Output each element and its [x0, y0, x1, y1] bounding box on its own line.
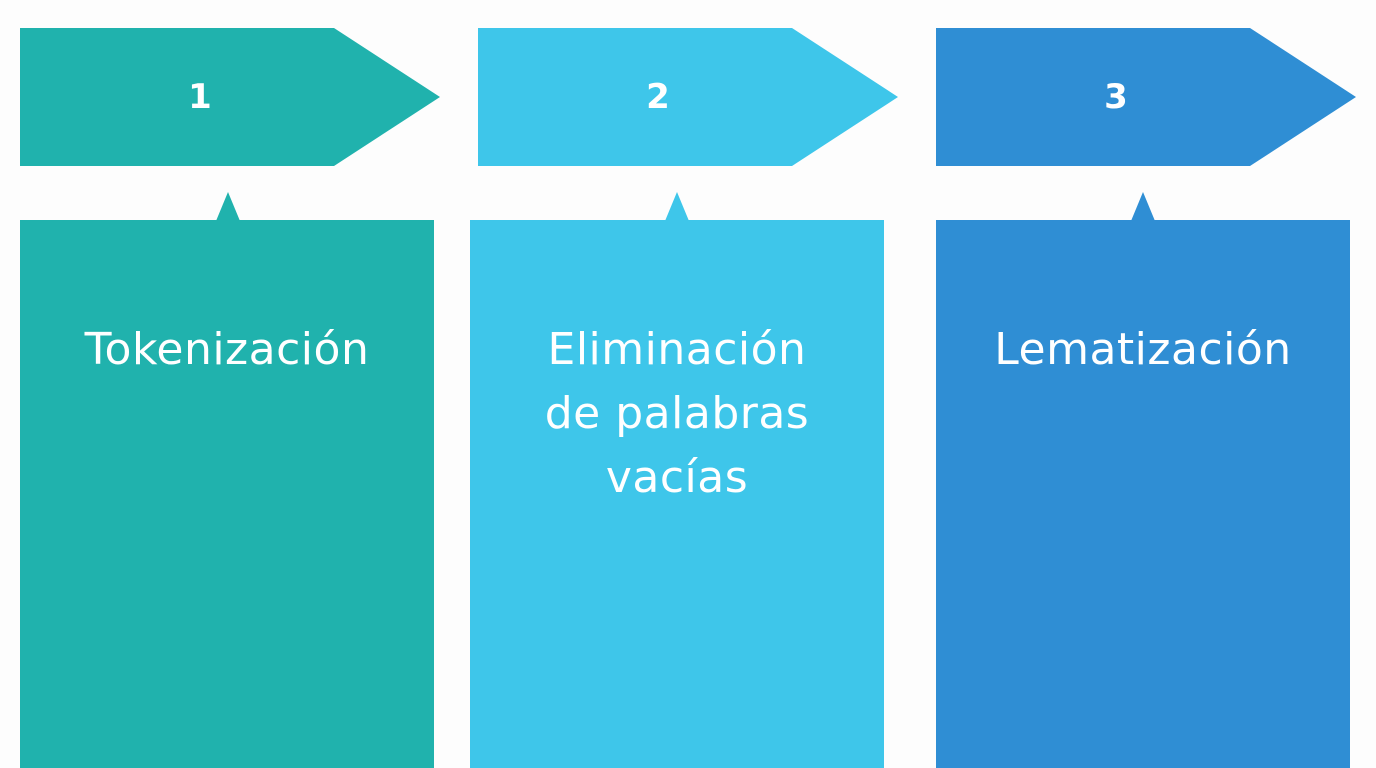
- step-2-arrow-shape: [478, 28, 898, 166]
- step-1-label: Tokenización: [84, 324, 370, 375]
- step-3-number: 3: [1104, 77, 1128, 117]
- step-3-card-pointer: [1131, 192, 1155, 221]
- step-2-arrow: 2: [478, 28, 898, 166]
- step-3-label: Lematización: [994, 324, 1292, 375]
- step-2-label: Eliminación de palabras vacías: [544, 324, 810, 503]
- step-1-arrow: 1: [20, 28, 440, 166]
- step-3-card: Lematización: [936, 192, 1350, 768]
- step-1-arrow-shape: [20, 28, 440, 166]
- step-2-number: 2: [646, 77, 670, 117]
- step-2-card-pointer: [665, 192, 689, 221]
- step-1-card: Tokenización: [20, 192, 434, 768]
- step-1-number: 1: [188, 77, 212, 117]
- step-1-card-pointer: [216, 192, 240, 221]
- step-3-arrow: 3: [936, 28, 1356, 166]
- step-2-card: Eliminación de palabras vacías: [470, 192, 884, 768]
- step-3-arrow-shape: [936, 28, 1356, 166]
